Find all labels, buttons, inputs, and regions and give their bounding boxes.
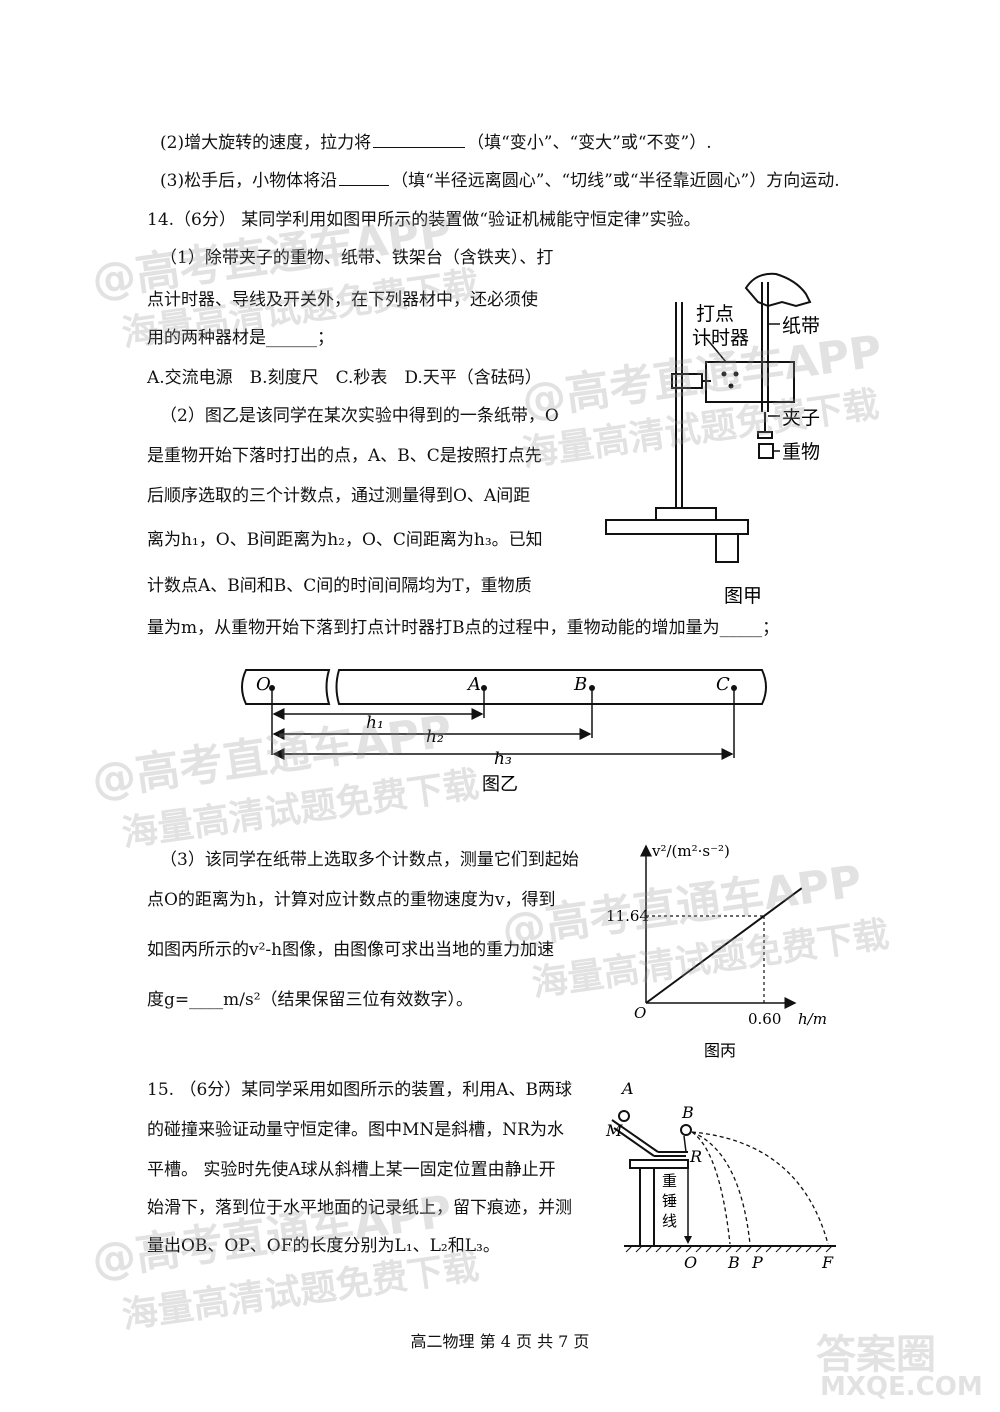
label-R: R bbox=[689, 1147, 702, 1166]
q14-p3-line1: （3）该同学在纸带上选取多个计数点，测量它们到起始 bbox=[160, 850, 579, 870]
q14-p1-line2: 点计时器、导线及开关外，在下列器材中，还必须使 bbox=[147, 290, 538, 310]
q13-part3-hint: （填“半径远离圆心”、“切线”或“半径靠近圆心”）方向运动. bbox=[391, 171, 840, 191]
point-O: O bbox=[256, 674, 271, 695]
label-O: O bbox=[684, 1253, 697, 1272]
origin-label: O bbox=[634, 1004, 646, 1022]
q13-part2-hint: （填“变小”、“变大”或“不变”）. bbox=[467, 133, 712, 153]
q14-options: A.交流电源 B.刻度尺 C.秒表 D.天平（含砝码） bbox=[147, 368, 542, 388]
weight-block bbox=[758, 443, 774, 459]
q14-title: 14.（6分） 某同学利用如图甲所示的装置做“验证机械能守恒定律”实验。 bbox=[147, 210, 701, 230]
label-F: F bbox=[821, 1253, 834, 1272]
q13-part2: (2)增大旋转的速度，拉力将 （填“变小”、“变大”或“不变”）. bbox=[160, 130, 712, 155]
answer-blank[interactable] bbox=[339, 168, 390, 186]
figure-q15-apparatus: A M B R 重 锤 线 O B P F bbox=[605, 1079, 836, 1272]
q15-line2: 的碰撞来验证动量守恒定律。图中MN是斜槽，NR为水 bbox=[147, 1120, 564, 1140]
stand-base-top bbox=[605, 519, 749, 535]
q14-p2-line3: 后顺序选取的三个计数点，通过测量得到O、A间距 bbox=[147, 486, 531, 506]
caption-bing: 图丙 bbox=[704, 1041, 736, 1060]
y-axis-label: v²/(m²·s⁻²) bbox=[651, 842, 730, 860]
q15-line4: 始滑下，落到位于水平地面的记录纸上，留下痕迹，并测 bbox=[147, 1198, 572, 1218]
caption-yi: 图乙 bbox=[482, 774, 518, 795]
q14-p3-line3: 如图丙所示的v²-h图像，由图像可求出当地的重力加速 bbox=[147, 940, 555, 960]
y-tick-label: 11.64 bbox=[606, 907, 649, 925]
q13-part3-text: (3)松手后，小物体将沿 bbox=[160, 171, 338, 191]
point-C: C bbox=[716, 674, 730, 695]
q13-part2-text: (2)增大旋转的速度，拉力将 bbox=[160, 133, 372, 153]
label-plumb-3: 线 bbox=[662, 1212, 677, 1230]
q14-p2-line6: 量为m，从重物开始下落到打点计时器打B点的过程中，重物动能的增加量为_____； bbox=[147, 618, 780, 638]
ball-A bbox=[618, 1110, 630, 1122]
caption-jia: 图甲 bbox=[724, 585, 762, 607]
page-footer: 高二物理 第 4 页 共 7 页 bbox=[410, 1332, 590, 1351]
series-line bbox=[645, 887, 803, 1004]
point-B: B bbox=[573, 674, 587, 695]
q15-line1: 15. （6分）某同学采用如图所示的装置，利用A、B两球 bbox=[147, 1080, 573, 1100]
label-h1: h₁ bbox=[366, 713, 384, 733]
figure-bing-chart: v²/(m²·s⁻²) h/m O 11.64 0.60 图丙 bbox=[606, 842, 827, 1060]
q14-p2-line2: 是重物开始下落时打出的点，A、B、C是按照打点先 bbox=[147, 446, 542, 466]
label-plumb-1: 重 bbox=[662, 1172, 677, 1190]
figure-jia-apparatus: 打点 计时器 纸带 夹子 重物 图甲 bbox=[605, 272, 820, 607]
q14-p2-line1: （2）图乙是该同学在某次实验中得到的一条纸带，O bbox=[160, 406, 559, 426]
label-P: P bbox=[751, 1253, 763, 1272]
label-B: B bbox=[681, 1103, 694, 1122]
watermark-site: MXQE.COM bbox=[820, 1372, 983, 1402]
q13-part3: (3)松手后，小物体将沿 （填“半径远离圆心”、“切线”或“半径靠近圆心”）方向运… bbox=[160, 168, 840, 193]
q14-p2-line4: 离为h₁，O、B间距离为h₂，O、C间距离为h₃。已知 bbox=[147, 530, 543, 550]
label-clip: 夹子 bbox=[782, 407, 820, 429]
hand-icon bbox=[744, 272, 812, 308]
label-M: M bbox=[605, 1121, 623, 1140]
stand-foot bbox=[655, 507, 717, 521]
label-timer-2: 计时器 bbox=[692, 327, 749, 349]
point-A: A bbox=[466, 674, 481, 695]
x-tick-label: 0.60 bbox=[748, 1010, 781, 1028]
table-leg bbox=[639, 1167, 655, 1247]
q14-p3-line4: 度g=____m/s²（结果保留三位有效数字）。 bbox=[147, 990, 474, 1010]
q14-p2-line5: 计数点A、B间和B、C间的时间间隔均为T，重物质 bbox=[147, 576, 532, 596]
x-axis-label: h/m bbox=[798, 1010, 827, 1028]
q14-p1-line1: （1）除带夹子的重物、纸带、铁架台（含铁夹）、打 bbox=[160, 248, 554, 268]
label-timer: 打点 bbox=[696, 303, 734, 325]
ball-B bbox=[680, 1124, 692, 1136]
timer-box bbox=[705, 361, 795, 403]
answer-blank[interactable] bbox=[373, 130, 466, 148]
label-h3: h₃ bbox=[494, 749, 512, 769]
q14-p3-line2: 点O的距离为h，计算对应计数点的重物速度为v，得到 bbox=[147, 890, 556, 910]
q14-p1-line3: 用的两种器材是______； bbox=[147, 328, 334, 348]
label-weight: 重物 bbox=[782, 441, 820, 463]
figure-yi-tape: O A B C h₁ h₂ h₃ 图乙 bbox=[241, 669, 767, 795]
label-A: A bbox=[620, 1079, 634, 1098]
q15-line3: 平槽。 实验时先使A球从斜槽上某一固定位置由静止开 bbox=[147, 1160, 556, 1180]
label-h2: h₂ bbox=[426, 727, 444, 747]
label-B-ground: B bbox=[727, 1253, 740, 1272]
label-tape: 纸带 bbox=[782, 315, 820, 337]
watermark: @高考直通车APP bbox=[88, 1185, 455, 1287]
table-leg bbox=[715, 533, 739, 563]
label-plumb-2: 锤 bbox=[662, 1192, 677, 1210]
q15-line5: 量出OB、OP、OF的长度分别为L₁、L₂和L₃。 bbox=[147, 1236, 500, 1256]
